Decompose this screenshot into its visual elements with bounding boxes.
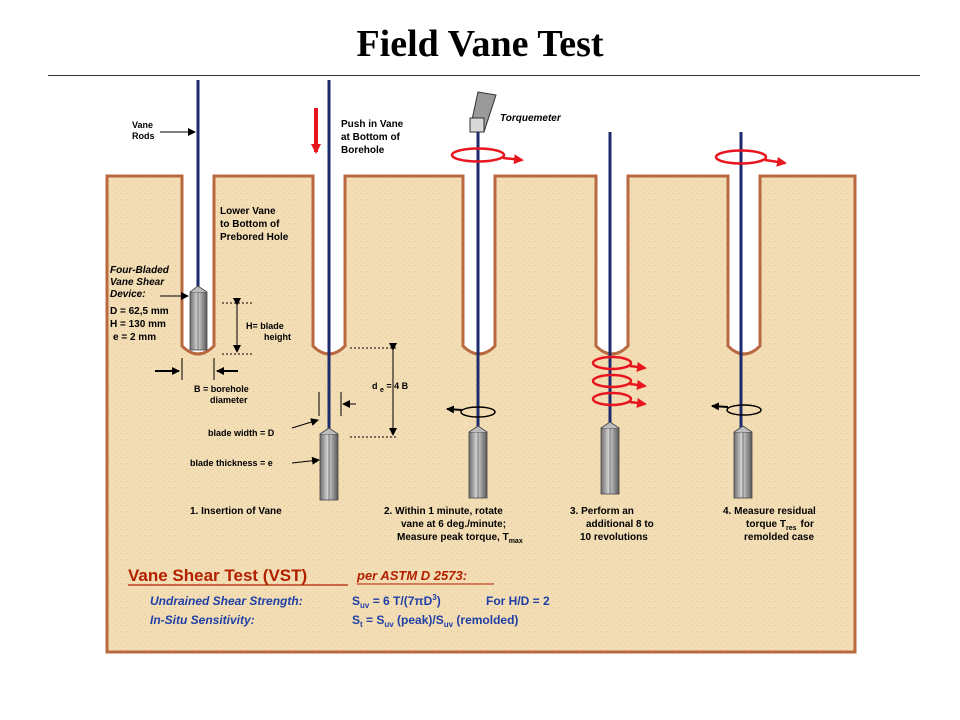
blade-height-label: H= blade height [246, 321, 291, 342]
step-1-caption: 1. Insertion of Vane [190, 506, 282, 517]
rotation-ring-b [591, 373, 633, 389]
vane-blade-4 [600, 421, 620, 495]
vane-blade-5 [733, 425, 753, 499]
vst-standard: per ASTM D 2573: [356, 568, 467, 583]
vane-rods-label: Vane Rods [132, 120, 156, 141]
rotation-ring-a [591, 355, 633, 371]
lower-vane-label: Lower Vane to Bottom of Prebored Hole [220, 206, 289, 243]
rotation-ring-bottom-5 [726, 404, 762, 416]
vane-dimensions: D = 62,5 mm H = 130 mm e = 2 mm [110, 306, 171, 343]
rotation-ring-bottom-3 [460, 406, 496, 418]
torquemeter-label: Torquemeter [500, 113, 562, 124]
blade-width-pointer [291, 418, 319, 429]
device-label: Four-Bladed Vane Shear Device: [110, 265, 172, 300]
embedment-subscript: e [380, 387, 384, 394]
undrained-strength-formula: Suv = 6 T/(7πD3) [352, 593, 441, 610]
hole-3-peak-torque [446, 91, 524, 499]
push-in-label: Push in Vane at Bottom of Borehole [341, 119, 406, 156]
hole-2-push-vane [291, 80, 398, 501]
vst-title: Vane Shear Test (VST) [128, 566, 307, 585]
sensitivity-formula: St = Suv (peak)/Suv (remolded) [352, 613, 518, 629]
step-2-caption: 2. Within 1 minute, rotate vane at 6 deg… [384, 506, 523, 545]
hole-4-revolutions [591, 132, 647, 495]
step-3-caption: 3. Perform an additional 8 to 10 revolut… [570, 506, 657, 543]
rotation-ring-top-5 [714, 149, 768, 165]
page-title: Field Vane Test [356, 23, 604, 65]
sensitivity-label: In-Situ Sensitivity: [150, 613, 255, 627]
hole-5-residual-torque [711, 132, 787, 499]
blade-thickness-pointer [291, 456, 320, 465]
embedment-rest: = 4 B [384, 381, 409, 391]
hd-ratio-note: For H/D = 2 [486, 594, 550, 608]
borehole-diameter-label: B = borehole diameter [194, 384, 251, 405]
rotation-ring-top-3 [450, 147, 506, 163]
rotation-ring-c [591, 391, 633, 407]
title-divider [48, 75, 920, 76]
blade-width-label: blade width = D [208, 428, 275, 438]
embedment-label: d e = 4 B [372, 381, 409, 394]
vane-blade-3 [468, 425, 488, 499]
torquemeter-device [469, 91, 497, 133]
blade-thickness-label: blade thickness = e [190, 458, 273, 468]
vane-blade-2 [319, 427, 339, 501]
undrained-strength-label: Undrained Shear Strength: [150, 594, 303, 608]
hole-1-lower-vane [155, 80, 252, 380]
vane-blade-1 [189, 285, 208, 351]
soil-profile [105, 174, 857, 654]
